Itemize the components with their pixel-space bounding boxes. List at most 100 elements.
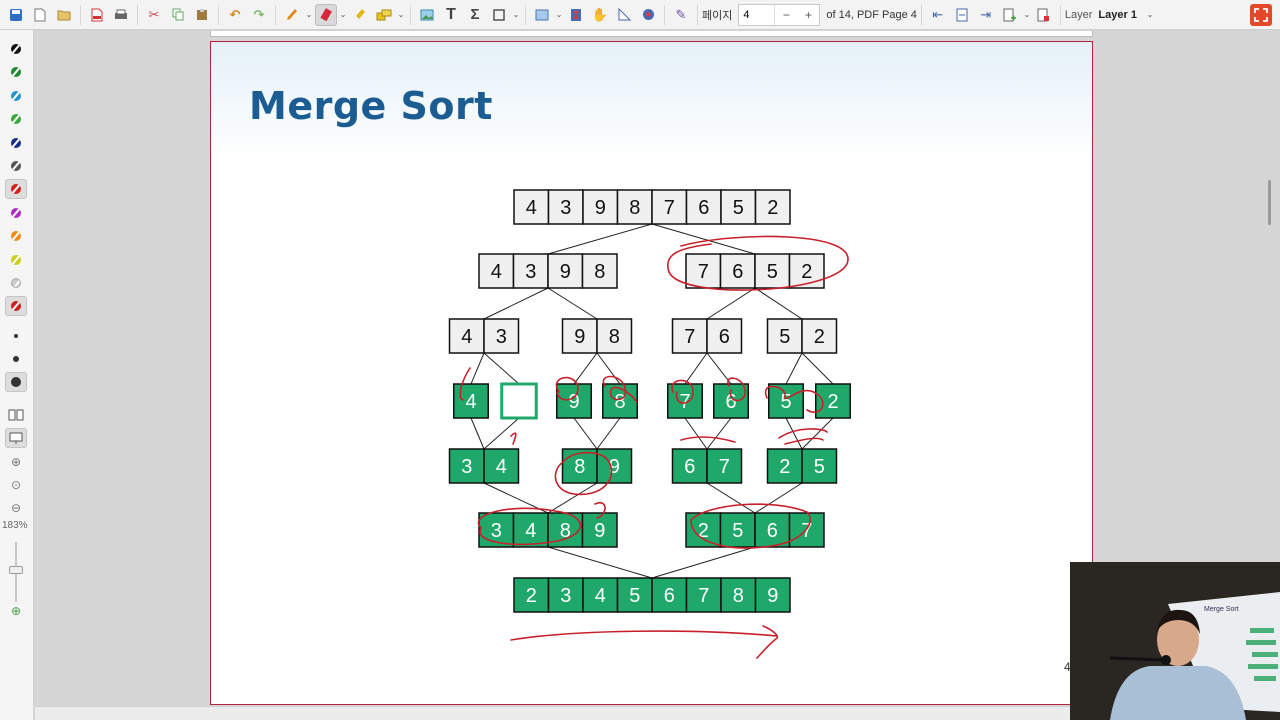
- eraser-tool-icon[interactable]: [315, 3, 337, 26]
- array-cell: [582, 189, 619, 225]
- add-page-dropdown-icon[interactable]: ⌄: [1023, 10, 1031, 19]
- array-cell: [801, 448, 838, 484]
- webcam-slide-boxes: [1246, 628, 1278, 681]
- annotation-stroke: [459, 367, 471, 401]
- delete-page-icon[interactable]: [1033, 4, 1055, 26]
- array-value: 8: [609, 326, 620, 348]
- tree-edge: [706, 482, 756, 514]
- frame-dropdown-icon[interactable]: ⌄: [512, 10, 520, 19]
- annotation-stroke: [784, 437, 824, 445]
- array-cell: [478, 512, 515, 548]
- zoom-reset-icon[interactable]: ⊕: [10, 604, 22, 618]
- export-pdf-icon[interactable]: [86, 4, 108, 26]
- pen-color-7-icon[interactable]: [5, 179, 27, 200]
- last-page-icon[interactable]: ⇥: [980, 7, 992, 22]
- magic-tool-icon[interactable]: ✎: [675, 7, 687, 22]
- redo-icon[interactable]: ↷: [253, 7, 265, 22]
- ruler-icon[interactable]: [613, 4, 635, 26]
- page-increment-button[interactable]: +: [804, 7, 812, 22]
- equation-icon[interactable]: Σ: [470, 6, 480, 23]
- zoom-fit-icon[interactable]: ⊙: [10, 478, 22, 492]
- pen-color-5-icon[interactable]: [5, 133, 27, 153]
- annotation-stroke: [778, 428, 828, 439]
- webcam-overlay: Merge Sort: [1070, 562, 1280, 720]
- hand-tool-icon[interactable]: ✋: [591, 7, 609, 22]
- copy-icon[interactable]: [167, 4, 189, 26]
- two-page-view-icon[interactable]: [5, 405, 27, 425]
- slide-page-number: 4: [1064, 660, 1071, 674]
- insert-space-icon[interactable]: [565, 4, 587, 26]
- first-page-icon[interactable]: ⇤: [932, 7, 944, 22]
- pen-color-10-icon[interactable]: [5, 250, 27, 270]
- highlighter-icon[interactable]: [349, 4, 371, 26]
- pen-color-11-icon[interactable]: [5, 273, 27, 293]
- array-value: 9: [560, 261, 571, 283]
- add-page-icon[interactable]: [999, 4, 1021, 26]
- pen-tool-icon[interactable]: [281, 4, 303, 26]
- layer-dropdown-icon[interactable]: ⌄: [1146, 10, 1154, 19]
- shape-select-icon[interactable]: [373, 4, 395, 26]
- laser-pointer-icon[interactable]: [637, 4, 659, 26]
- thickness-medium-icon[interactable]: [5, 349, 27, 369]
- fullscreen-icon[interactable]: [1250, 3, 1272, 26]
- array-cell: [754, 577, 791, 613]
- pen-color-12-icon[interactable]: [5, 296, 27, 317]
- save-icon[interactable]: [5, 4, 27, 26]
- array-value: 4: [465, 391, 476, 413]
- cut-icon[interactable]: ✂: [148, 7, 160, 22]
- array-cell: [719, 512, 756, 548]
- tree-edge: [651, 223, 756, 255]
- array-value: 8: [733, 585, 744, 607]
- selection-dropdown-icon[interactable]: ⌄: [555, 10, 563, 19]
- pen-color-2-icon[interactable]: [5, 62, 27, 82]
- array-cell: [788, 253, 825, 289]
- array-value: 5: [733, 197, 744, 219]
- thickness-large-icon[interactable]: [5, 372, 27, 392]
- thickness-small-icon[interactable]: [5, 326, 27, 346]
- undo-icon[interactable]: ↶: [229, 7, 241, 22]
- pen-color-8-icon[interactable]: [5, 203, 27, 223]
- text-tool-icon[interactable]: T: [446, 5, 456, 23]
- insert-image-icon[interactable]: [416, 4, 438, 26]
- array-value: 9: [767, 585, 778, 607]
- shape-dropdown-icon[interactable]: ⌄: [397, 10, 405, 19]
- array-cell: [556, 383, 592, 419]
- pen-dropdown-icon[interactable]: ⌄: [305, 10, 313, 19]
- array-cell: [448, 448, 485, 484]
- pen-color-9-icon[interactable]: [5, 226, 27, 246]
- array-cell: [706, 448, 743, 484]
- paste-icon[interactable]: [191, 4, 213, 26]
- pen-color-3-icon[interactable]: [5, 86, 27, 106]
- speaker-face: [1157, 614, 1199, 666]
- new-document-icon[interactable]: [29, 4, 51, 26]
- print-icon[interactable]: [110, 4, 132, 26]
- zoom-slider-thumb[interactable]: [9, 566, 23, 574]
- tree-edge: [547, 546, 653, 579]
- open-folder-icon[interactable]: [53, 4, 75, 26]
- presentation-mode-icon[interactable]: [5, 428, 27, 448]
- layer-select[interactable]: Layer 1: [1098, 8, 1137, 21]
- array-value: 9: [595, 197, 606, 219]
- tree-edge: [547, 223, 653, 255]
- page-number-input[interactable]: [739, 4, 776, 25]
- page-layout-icon[interactable]: [951, 4, 973, 26]
- tree-edge: [706, 417, 732, 450]
- selection-rect-icon[interactable]: [531, 4, 553, 26]
- speaker-hair: [1156, 609, 1200, 634]
- page-decrement-button[interactable]: −: [782, 7, 790, 22]
- pen-color-1-icon[interactable]: [5, 39, 27, 59]
- pen-color-4-icon[interactable]: [5, 109, 27, 129]
- tree-edge: [754, 287, 803, 320]
- zoom-in-icon[interactable]: ⊕: [10, 455, 22, 469]
- eraser-dropdown-icon[interactable]: ⌄: [339, 10, 347, 19]
- tree-edge: [470, 352, 485, 385]
- vertical-scrollbar[interactable]: [1268, 180, 1271, 225]
- pen-color-6-icon[interactable]: [5, 156, 27, 176]
- zoom-out-icon[interactable]: ⊖: [10, 501, 22, 515]
- tree-edge: [573, 417, 598, 450]
- array-cell: [719, 253, 756, 289]
- frame-icon[interactable]: [488, 4, 510, 26]
